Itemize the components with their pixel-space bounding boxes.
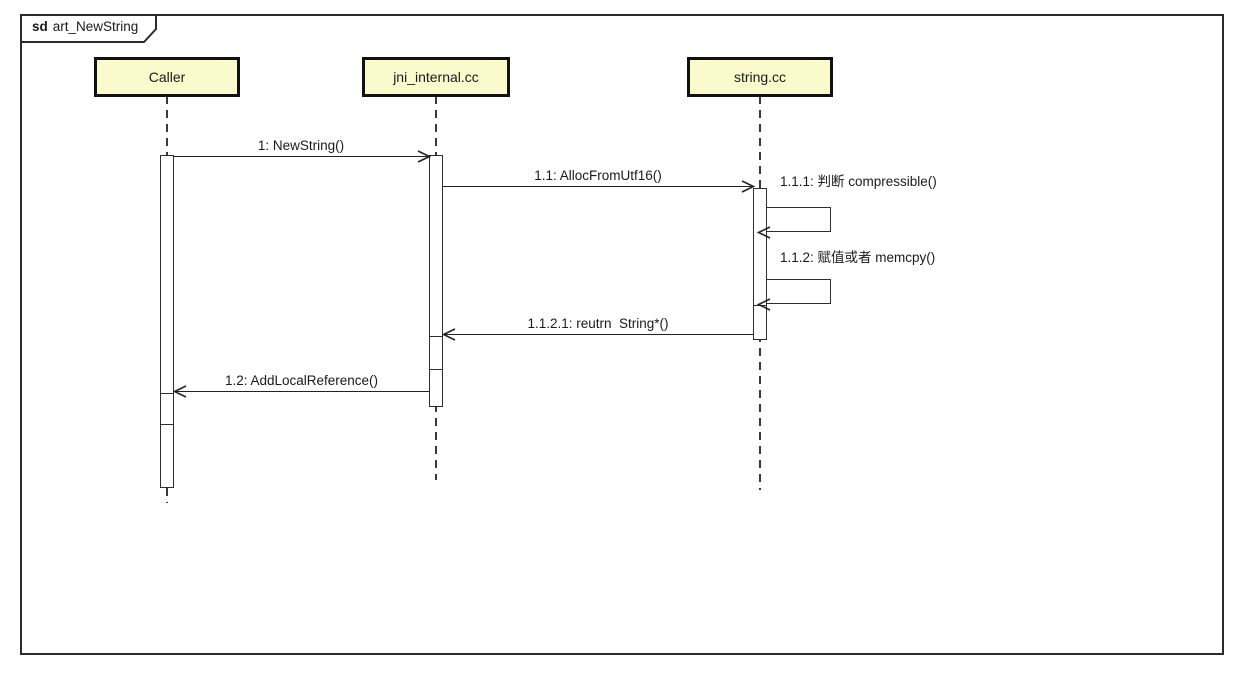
- arrowhead-left-icon: [442, 328, 456, 341]
- activation-segment-divider: [429, 336, 443, 337]
- message-1-1-2-label: 1.1.2: 赋值或者 memcpy(): [780, 250, 936, 265]
- arrowhead-left-icon: [757, 297, 771, 311]
- lifeline-header-string: string.cc: [687, 57, 833, 97]
- message-1-1-label: 1.1: AllocFromUtf16(): [534, 168, 662, 183]
- lifeline-string-label: string.cc: [733, 69, 787, 85]
- frame-keyword: sd: [32, 19, 48, 34]
- activation-segment-divider: [429, 369, 443, 370]
- lifeline-header-caller: Caller: [94, 57, 240, 97]
- activation-jni-internal: [429, 155, 443, 407]
- activation-segment-divider: [160, 393, 174, 394]
- arrowhead-left-icon: [757, 225, 771, 239]
- arrowhead-right-icon: [741, 180, 755, 193]
- message-1-1-line: [443, 186, 754, 187]
- message-1-1-1-self-loop: [766, 207, 831, 232]
- message-1-1-2-1-label: 1.1.2.1: reutrn String*(): [527, 316, 669, 331]
- message-1-label: 1: NewString(): [257, 138, 345, 153]
- message-1-1-2-self-loop: [766, 279, 831, 304]
- frame-name: art_NewString: [52, 19, 139, 34]
- lifeline-caller-label: Caller: [148, 69, 186, 85]
- message-1-2-label: 1.2: AddLocalReference(): [224, 373, 379, 388]
- arrowhead-left-icon: [173, 385, 187, 398]
- frame-tab-shape: [20, 14, 157, 43]
- frame-title: sd art_NewString: [32, 19, 138, 34]
- activation-caller: [160, 155, 174, 488]
- arrowhead-right-icon: [417, 150, 431, 163]
- activation-string: [753, 188, 767, 340]
- lifeline-jni-internal-label: jni_internal.cc: [393, 69, 479, 85]
- activation-segment-divider: [160, 424, 174, 425]
- message-1-line: [174, 156, 430, 157]
- message-1-1-1-label: 1.1.1: 判断 compressible(): [780, 174, 937, 189]
- message-1-1-2-1-line: [443, 334, 753, 335]
- lifeline-header-jni-internal: jni_internal.cc: [362, 57, 510, 97]
- message-1-2-line: [174, 391, 429, 392]
